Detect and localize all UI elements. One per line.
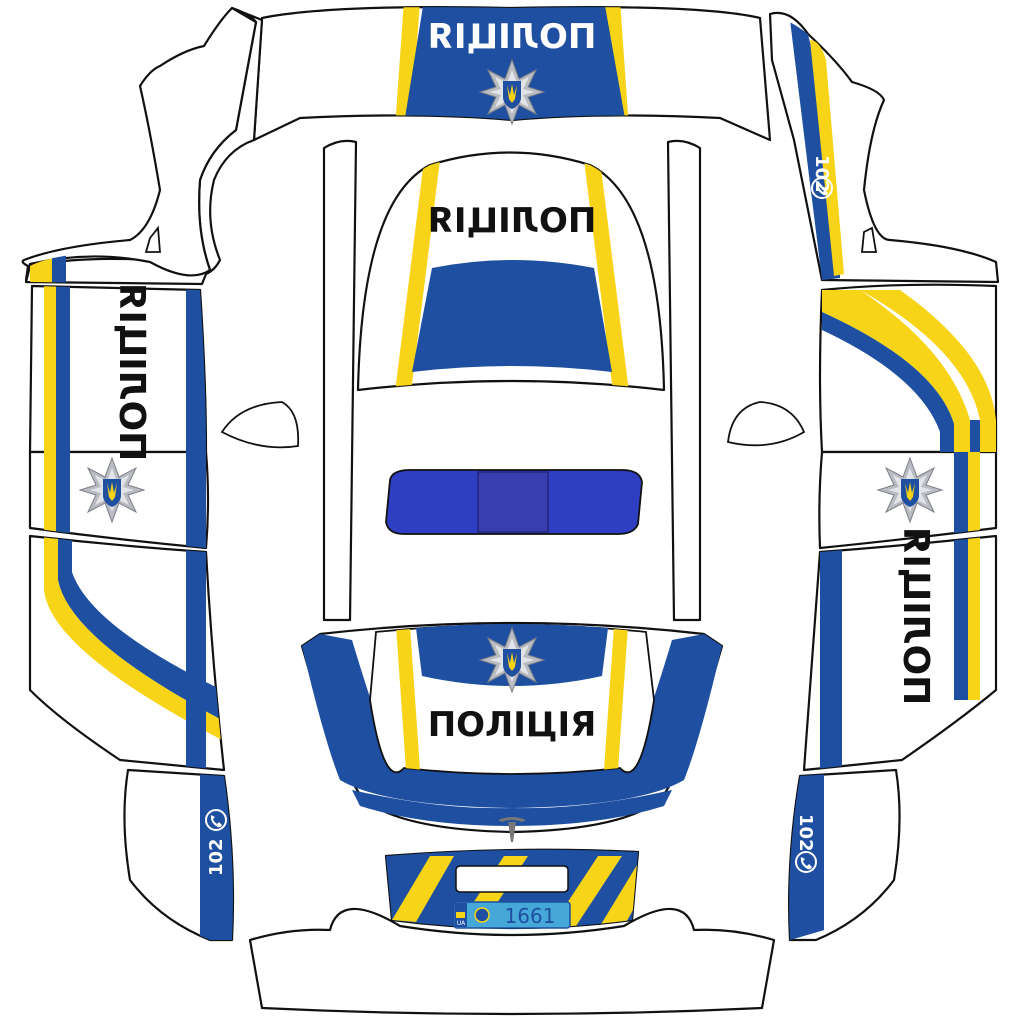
rear-bumper-panel: UA 1661 bbox=[384, 848, 640, 930]
right-front-door-panel bbox=[818, 283, 998, 550]
roof-windshield-panel: ПОЛІЦІЯ bbox=[322, 139, 702, 622]
left-front-fender-panel bbox=[21, 6, 264, 286]
left-mirror bbox=[220, 401, 300, 449]
right-rear-phone-text: 102 bbox=[795, 814, 816, 852]
right-rear-quarter-panel: 102 bbox=[788, 768, 901, 942]
right-mirror bbox=[727, 401, 806, 447]
trunk-panel: ПОЛІЦІЯ bbox=[300, 621, 724, 842]
tesla-logo-icon bbox=[498, 817, 526, 842]
front-hood-panel: ПОЛІЦІЯ bbox=[252, 6, 772, 142]
left-front-door-panel: ПОЛІЦІЯ bbox=[28, 283, 210, 550]
right-front-fender-panel: 102 bbox=[768, 11, 1000, 284]
left-rear-quarter-panel: 102 bbox=[123, 768, 235, 942]
plate-country-code: UA bbox=[457, 920, 466, 927]
lower-bumper-panel bbox=[248, 907, 776, 1016]
left-door-police-text: ПОЛІЦІЯ bbox=[111, 283, 152, 462]
left-rear-door-panel bbox=[28, 534, 226, 772]
license-plate: UA 1661 bbox=[453, 901, 571, 929]
right-fender-phone-text: 102 bbox=[811, 155, 832, 193]
right-door-police-text: ПОЛІЦІЯ bbox=[895, 527, 936, 706]
plate-number-text: 1661 bbox=[505, 904, 556, 928]
right-rear-door-panel: ПОЛІЦІЯ bbox=[802, 527, 998, 772]
roof-lightbar bbox=[385, 469, 643, 535]
trunk-police-text: ПОЛІЦІЯ bbox=[428, 705, 597, 745]
left-rear-phone-text: 102 bbox=[206, 838, 227, 876]
roof-police-text: ПОЛІЦІЯ bbox=[428, 201, 597, 241]
hood-police-text: ПОЛІЦІЯ bbox=[428, 17, 597, 57]
